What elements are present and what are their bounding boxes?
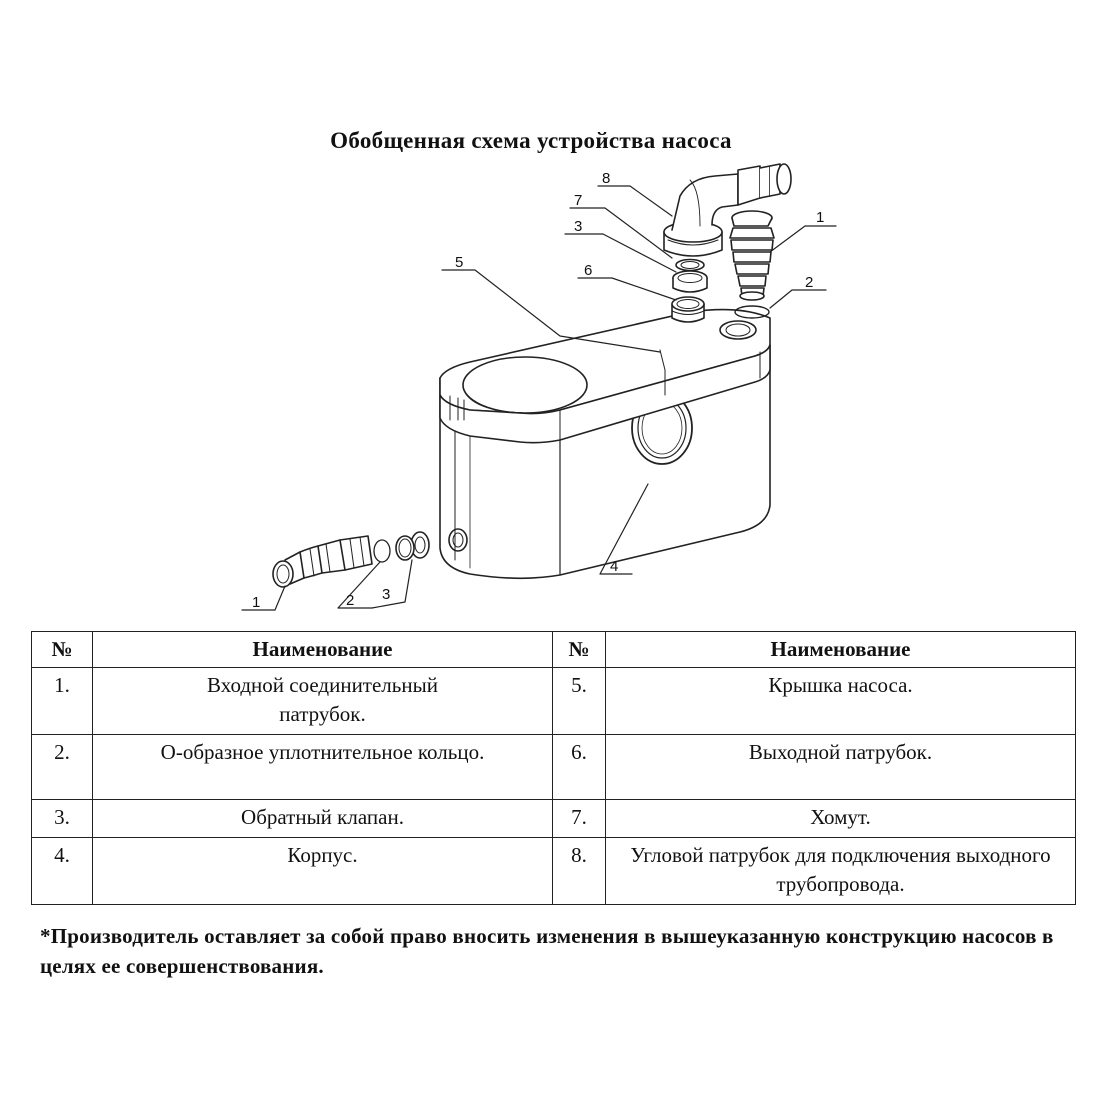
leader-lines [241,185,837,611]
callout-1-top: 1 [816,209,824,226]
table-row: 4. Корпус. 8. Угловой патрубок для подкл… [31,837,1076,905]
cell-name: Хомут. [605,799,1076,838]
callout-4: 4 [610,558,618,575]
cell-name: О-образное уплотнительное кольцо. [92,734,553,800]
callout-5: 5 [455,254,463,271]
pump-lid [439,308,771,444]
parts-table: № Наименование № Наименование 1. Входной… [31,631,1076,905]
cell-num: 5. [552,667,606,735]
cell-num: 3. [31,799,93,838]
callout-2-top: 2 [805,274,813,291]
cell-name: Обратный клапан. [92,799,553,838]
cell-num: 1. [31,667,93,735]
callout-2-bottom: 2 [346,592,354,609]
page-title: Обобщенная схема устройства насоса [330,128,732,153]
pump-diagram: 8 7 3 1 5 6 2 4 1 2 3 [241,163,837,611]
header-num-left: № [31,631,93,668]
table-row: 2. О-образное уплотнительное кольцо. 6. … [31,734,1076,800]
callout-3-top: 3 [574,218,582,235]
top-rings [672,258,708,293]
callout-8: 8 [602,170,610,187]
table-row: 1. Входной соединительный патрубок. 5. К… [31,667,1076,735]
cell-name: Угловой патрубок для подключения выходно… [605,837,1076,905]
cell-name: Корпус. [92,837,553,905]
cell-name: Крышка насоса. [605,667,1076,735]
o-ring-top [734,305,770,319]
inlet-assembly [272,531,430,588]
cell-num: 7. [552,799,606,838]
header-num-right: № [552,631,606,668]
angled-pipe [663,163,792,257]
cell-num: 2. [31,734,93,800]
cell-name: Входной соединительный патрубок. [92,667,553,735]
callout-1-bottom: 1 [252,594,260,611]
header-name-left: Наименование [92,631,553,668]
connector-pipe-top [729,210,775,301]
header-name-right: Наименование [605,631,1076,668]
table-header-row: № Наименование № Наименование [31,631,1076,668]
cell-name: Выходной патрубок. [605,734,1076,800]
callout-6: 6 [584,262,592,279]
table-row: 3. Обратный клапан. 7. Хомут. [31,799,1076,838]
outlet-pipe [671,296,705,323]
footnote: *Производитель оставляет за собой право … [40,924,1054,978]
callout-7: 7 [574,192,582,209]
cell-num: 6. [552,734,606,800]
cell-num: 8. [552,837,606,905]
cell-num: 4. [31,837,93,905]
callout-3-bottom: 3 [382,586,390,603]
